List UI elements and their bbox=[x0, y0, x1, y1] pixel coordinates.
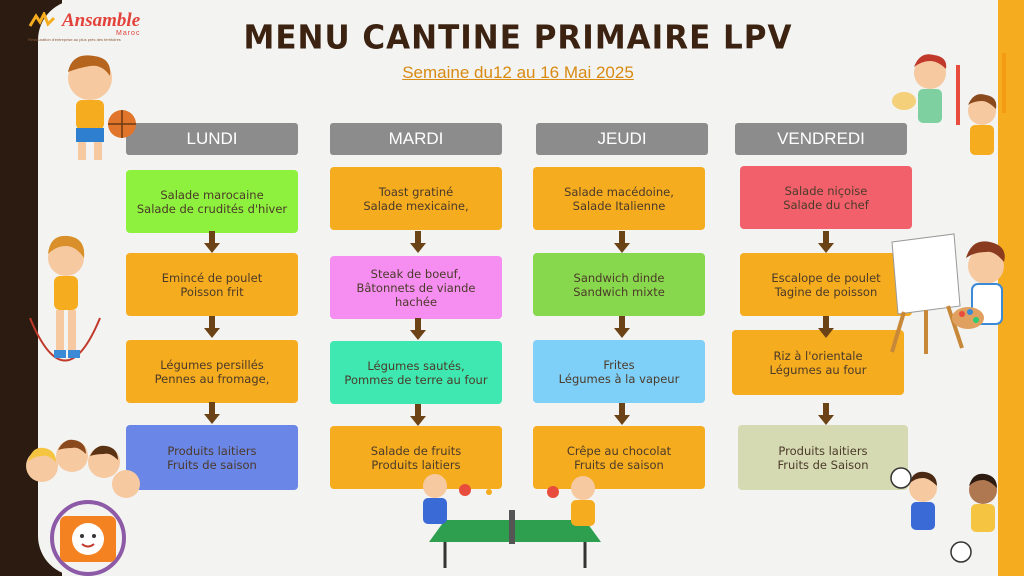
day-header-jeudi: JEUDI bbox=[536, 123, 708, 155]
jump-rope-kid-icon bbox=[29, 235, 101, 362]
arrow-down-icon bbox=[204, 402, 220, 424]
dish-box-mardi-2: Steak de boeuf, Bâtonnets de viande hach… bbox=[330, 256, 502, 319]
painting-kids-icon bbox=[892, 53, 1006, 155]
dish-box-vendredi-1: Salade niçoise Salade du chef bbox=[740, 166, 912, 229]
day-header-mardi: MARDI bbox=[330, 123, 502, 155]
dish-text: Légumes persillés Pennes au fromage, bbox=[154, 357, 270, 386]
basketball-kid-icon bbox=[68, 55, 136, 160]
dish-text: Légumes sautés, Pommes de terre au four bbox=[344, 358, 488, 387]
dish-box-lundi-2: Emincé de poulet Poisson frit bbox=[126, 253, 298, 316]
dish-box-jeudi-2: Sandwich dinde Sandwich mixte bbox=[533, 253, 705, 316]
arrow-down-icon bbox=[204, 231, 220, 253]
logo: Ansamble Maroc Restauration d'entreprise… bbox=[28, 10, 143, 44]
dish-box-lundi-4: Produits laitiers Fruits de saison bbox=[126, 425, 298, 490]
dish-box-jeudi-4: Crêpe au chocolat Fruits de saison bbox=[533, 426, 705, 489]
dish-box-vendredi-4: Produits laitiers Fruits de Saison bbox=[738, 425, 908, 490]
logo-name: Ansamble bbox=[62, 10, 141, 31]
week-subtitle: Semaine du12 au 16 Mai 2025 bbox=[402, 63, 634, 82]
dish-text: Steak de boeuf, Bâtonnets de viande hach… bbox=[356, 266, 476, 309]
arrow-down-icon bbox=[614, 316, 630, 338]
dish-box-mardi-4: Salade de fruits Produits laitiers bbox=[330, 426, 502, 489]
painter-kid-icon bbox=[890, 233, 1005, 354]
dish-text: Salade marocaine Salade de crudités d'hi… bbox=[136, 187, 288, 216]
dish-text: Frites Légumes à la vapeur bbox=[558, 357, 680, 386]
arrow-down-icon bbox=[614, 403, 630, 425]
arrow-down-icon bbox=[614, 231, 630, 253]
logo-sub: Maroc bbox=[116, 30, 141, 37]
dish-text: Crêpe au chocolat Fruits de saison bbox=[566, 443, 672, 472]
arrow-down-icon bbox=[410, 318, 426, 340]
dish-box-jeudi-1: Salade macédoine, Salade Italienne bbox=[533, 167, 705, 230]
arrow-down-icon bbox=[410, 404, 426, 426]
arrow-down-icon bbox=[818, 316, 834, 338]
arrow-down-icon bbox=[818, 403, 834, 425]
arrow-down-icon bbox=[204, 316, 220, 338]
football-kids-icon bbox=[890, 467, 997, 563]
dish-box-jeudi-3: Frites Légumes à la vapeur bbox=[533, 340, 705, 403]
dish-text: Salade niçoise Salade du chef bbox=[783, 183, 869, 212]
dish-text: Salade de fruits Produits laitiers bbox=[370, 443, 462, 472]
ping-pong-kids-icon bbox=[423, 474, 601, 568]
kids-lunch-icon bbox=[26, 439, 140, 576]
page-title: MENU CANTINE PRIMAIRE LPV bbox=[243, 19, 793, 57]
day-header-lundi: LUNDI bbox=[126, 123, 298, 155]
dish-text: Toast gratiné Salade mexicaine, bbox=[363, 184, 469, 213]
logo-tagline: Restauration d'entreprise au plus près d… bbox=[28, 37, 121, 42]
dish-text: Sandwich dinde Sandwich mixte bbox=[573, 270, 665, 299]
dish-text: Emincé de poulet Poisson frit bbox=[161, 270, 263, 299]
day-header-vendredi: VENDREDI bbox=[735, 123, 907, 155]
dish-text: Riz à l'orientale Légumes au four bbox=[769, 348, 867, 377]
dish-box-mardi-3: Légumes sautés, Pommes de terre au four bbox=[330, 341, 502, 404]
dish-text: Escalope de poulet Tagine de poisson bbox=[771, 270, 881, 299]
dish-text: Produits laitiers Fruits de Saison bbox=[777, 443, 869, 472]
dish-box-lundi-1: Salade marocaine Salade de crudités d'hi… bbox=[126, 170, 298, 233]
dish-box-lundi-3: Légumes persillés Pennes au fromage, bbox=[126, 340, 298, 403]
logo-mark-icon bbox=[28, 12, 56, 27]
dish-box-vendredi-2: Escalope de poulet Tagine de poisson bbox=[740, 253, 912, 316]
dish-box-vendredi-3: Riz à l'orientale Légumes au four bbox=[732, 330, 904, 395]
arrow-down-icon bbox=[410, 231, 426, 253]
dish-text: Produits laitiers Fruits de saison bbox=[167, 443, 257, 472]
dish-text: Salade macédoine, Salade Italienne bbox=[564, 184, 674, 213]
dish-box-mardi-1: Toast gratiné Salade mexicaine, bbox=[330, 167, 502, 230]
arrow-down-icon bbox=[818, 231, 834, 253]
